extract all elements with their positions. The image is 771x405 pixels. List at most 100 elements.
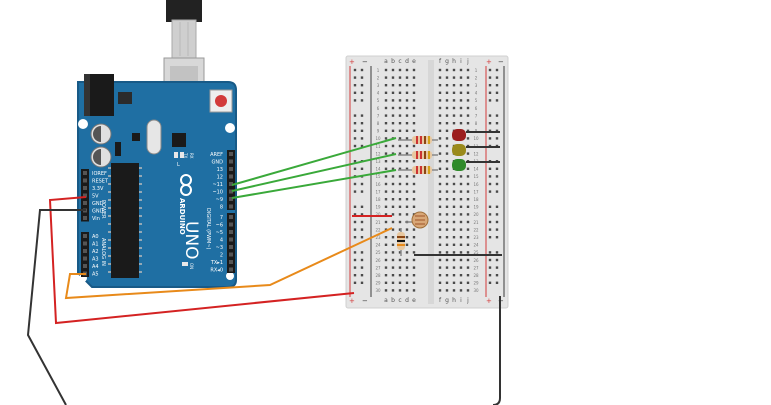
breadboard-hole[interactable] (398, 122, 402, 125)
breadboard-hole[interactable] (353, 236, 357, 239)
breadboard-hole[interactable] (445, 167, 449, 170)
breadboard-hole[interactable] (412, 99, 416, 102)
breadboard-hole[interactable] (412, 122, 416, 125)
breadboard-hole[interactable] (391, 122, 395, 125)
breadboard-hole[interactable] (488, 251, 492, 254)
breadboard-hole[interactable] (360, 114, 364, 117)
breadboard-hole[interactable] (488, 182, 492, 186)
breadboard-hole[interactable] (438, 281, 442, 284)
breadboard-hole[interactable] (438, 258, 442, 262)
breadboard-hole[interactable] (459, 258, 463, 262)
breadboard-hole[interactable] (384, 106, 388, 110)
breadboard-hole[interactable] (412, 198, 416, 201)
breadboard-hole[interactable] (384, 144, 388, 148)
breadboard-hole[interactable] (488, 213, 492, 216)
breadboard-hole[interactable] (360, 258, 364, 262)
breadboard-hole[interactable] (488, 281, 492, 284)
breadboard-hole[interactable] (466, 228, 470, 231)
breadboard-hole[interactable] (405, 68, 409, 72)
breadboard-hole[interactable] (495, 258, 499, 262)
breadboard-hole[interactable] (452, 228, 456, 231)
breadboard-hole[interactable] (353, 182, 357, 186)
breadboard-hole[interactable] (438, 205, 442, 208)
breadboard-hole[interactable] (398, 129, 402, 132)
breadboard-hole[interactable] (391, 99, 395, 102)
breadboard-hole[interactable] (391, 144, 395, 148)
breadboard-hole[interactable] (495, 129, 499, 132)
breadboard-hole[interactable] (360, 137, 364, 140)
breadboard-hole[interactable] (398, 152, 402, 155)
breadboard-hole[interactable] (466, 122, 470, 125)
breadboard-hole[interactable] (438, 251, 442, 254)
breadboard-hole[interactable] (459, 182, 463, 186)
breadboard-hole[interactable] (412, 129, 416, 132)
breadboard-hole[interactable] (360, 129, 364, 132)
breadboard-hole[interactable] (445, 99, 449, 102)
breadboard-hole[interactable] (353, 160, 357, 163)
breadboard-hole[interactable] (391, 236, 395, 239)
breadboard-hole[interactable] (488, 76, 492, 79)
breadboard-hole[interactable] (438, 137, 442, 140)
breadboard-hole[interactable] (384, 68, 388, 72)
breadboard-hole[interactable] (438, 289, 442, 292)
breadboard-hole[interactable] (360, 144, 364, 148)
breadboard-hole[interactable] (384, 281, 388, 284)
breadboard-hole[interactable] (412, 236, 416, 239)
header-pin[interactable] (229, 174, 233, 179)
breadboard-hole[interactable] (398, 274, 402, 277)
breadboard-hole[interactable] (466, 84, 470, 87)
breadboard-hole[interactable] (398, 91, 402, 94)
breadboard-hole[interactable] (398, 99, 402, 102)
breadboard-hole[interactable] (412, 91, 416, 94)
resistor[interactable] (398, 136, 438, 144)
breadboard-hole[interactable] (405, 129, 409, 132)
breadboard-hole[interactable] (384, 266, 388, 269)
header-pin[interactable] (229, 245, 233, 249)
breadboard-hole[interactable] (495, 205, 499, 208)
breadboard-hole[interactable] (353, 84, 357, 87)
breadboard-hole[interactable] (391, 84, 395, 87)
breadboard-hole[interactable] (466, 175, 470, 178)
breadboard-hole[interactable] (384, 167, 388, 170)
breadboard-hole[interactable] (466, 205, 470, 208)
breadboard-hole[interactable] (384, 220, 388, 224)
header-pin[interactable] (229, 204, 233, 209)
breadboard[interactable]: + − + − + − + − 112233445566778899101011… (345, 55, 509, 309)
breadboard-hole[interactable] (495, 266, 499, 269)
breadboard-hole[interactable] (459, 99, 463, 102)
breadboard-hole[interactable] (398, 251, 402, 254)
breadboard-hole[interactable] (495, 220, 499, 224)
breadboard-hole[interactable] (466, 251, 470, 254)
breadboard-hole[interactable] (445, 251, 449, 254)
breadboard-hole[interactable] (391, 251, 395, 254)
breadboard-hole[interactable] (452, 198, 456, 201)
breadboard-hole[interactable] (384, 243, 388, 246)
breadboard-hole[interactable] (360, 190, 364, 193)
breadboard-hole[interactable] (438, 91, 442, 94)
breadboard-hole[interactable] (412, 84, 416, 87)
breadboard-hole[interactable] (360, 76, 364, 79)
breadboard-hole[interactable] (360, 122, 364, 125)
breadboard-hole[interactable] (384, 228, 388, 231)
breadboard-hole[interactable] (466, 106, 470, 110)
breadboard-hole[interactable] (391, 198, 395, 201)
header-pin[interactable] (83, 186, 87, 190)
breadboard-hole[interactable] (452, 114, 456, 117)
breadboard-hole[interactable] (384, 84, 388, 87)
breadboard-hole[interactable] (405, 84, 409, 87)
breadboard-hole[interactable] (438, 167, 442, 170)
breadboard-hole[interactable] (466, 190, 470, 193)
breadboard-hole[interactable] (353, 190, 357, 193)
breadboard-hole[interactable] (452, 220, 456, 224)
breadboard-hole[interactable] (391, 266, 395, 269)
breadboard-hole[interactable] (459, 106, 463, 110)
breadboard-hole[interactable] (466, 137, 470, 140)
breadboard-hole[interactable] (353, 220, 357, 224)
breadboard-hole[interactable] (495, 236, 499, 239)
breadboard-hole[interactable] (405, 182, 409, 186)
breadboard-hole[interactable] (398, 258, 402, 262)
resistor[interactable] (398, 166, 438, 174)
breadboard-hole[interactable] (398, 281, 402, 284)
breadboard-hole[interactable] (459, 114, 463, 117)
